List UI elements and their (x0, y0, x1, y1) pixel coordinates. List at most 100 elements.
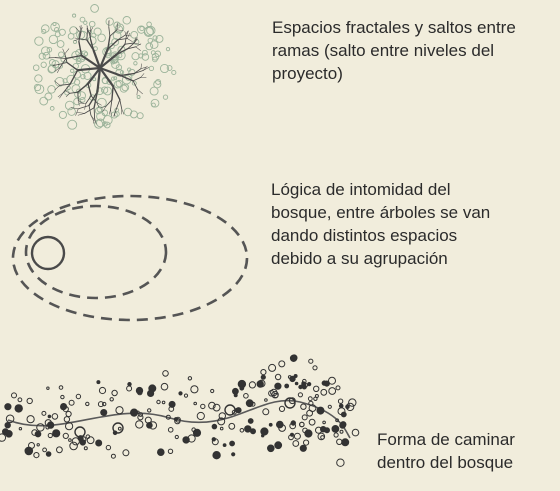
tree-dot (316, 406, 325, 415)
caption-forest-intimacy: Lógica de intomidad del bosque, entre ár… (271, 178, 541, 270)
tree-dot (46, 421, 55, 429)
caption-line: debido a su agrupación (271, 249, 448, 268)
tree-dot (167, 427, 174, 433)
caption-line: Espacios fractales y saltos entre (272, 18, 516, 37)
tree-dot (69, 441, 78, 451)
tree-dot (192, 428, 202, 437)
tree-branch (119, 74, 134, 82)
tree-dot (229, 440, 236, 447)
tree-branch (59, 92, 64, 99)
foliage-scribble (58, 110, 67, 119)
tree-dot (210, 388, 215, 394)
tree-dot (167, 448, 174, 454)
tree-dot (322, 420, 326, 425)
tree-dot (320, 435, 325, 440)
tree-dot (211, 423, 218, 430)
foliage-scribble (121, 83, 130, 92)
tree-dot (200, 403, 206, 410)
foliage-scribble (149, 40, 159, 49)
tree-dot (327, 404, 332, 409)
tree-branch (69, 69, 79, 85)
tree-dot (239, 385, 245, 391)
foliage-scribble (142, 49, 148, 56)
tree-dot (68, 399, 75, 406)
tree-branch (62, 48, 66, 55)
tree-dot (52, 429, 61, 438)
tree-dot (33, 452, 40, 459)
tree-branch (124, 42, 135, 45)
foliage-scribble (146, 21, 152, 28)
tree-branch (117, 34, 126, 41)
tree-branch (84, 107, 95, 114)
tree-dot (304, 429, 313, 438)
tree-dot (328, 376, 336, 385)
tree-dot (345, 402, 355, 412)
tree-branch (70, 107, 79, 110)
tree-branch (113, 109, 117, 117)
tree-branch (54, 66, 61, 72)
inner-solid-circle (30, 235, 66, 271)
clearing-circle (284, 397, 296, 409)
tree-branch (108, 26, 111, 37)
tree-dot (248, 381, 256, 389)
tree-dot (187, 376, 193, 381)
foliage-scribble (47, 64, 57, 73)
tree-branch (54, 85, 61, 91)
tree-dot (260, 374, 266, 380)
tree-dot (268, 422, 273, 427)
foliage-scribble (69, 26, 78, 35)
tree-dot (56, 446, 63, 454)
tree-branch (133, 37, 137, 44)
foliage-scribble (70, 68, 75, 73)
tree-dot (306, 409, 314, 417)
tree-dot (148, 421, 158, 430)
tree-dot (289, 375, 296, 383)
foliage-scribble (88, 20, 96, 28)
tree-branch (78, 100, 84, 104)
tree-dot (331, 425, 340, 433)
foliage-scribble (114, 25, 124, 34)
tree-dot (100, 409, 107, 416)
tree-branch (120, 108, 122, 115)
tree-dot (161, 400, 166, 405)
foliage-scribble (145, 42, 154, 51)
tree-branch (137, 89, 143, 95)
tree-dot (302, 382, 308, 389)
tree-branch (94, 117, 97, 125)
tree-branch-icon (32, 4, 177, 130)
tree-branch (93, 117, 95, 124)
tree-branch (115, 48, 129, 56)
tree-dot (36, 423, 45, 432)
foliage-scribble (110, 51, 120, 61)
tree-branch (135, 43, 142, 48)
foliage-scribble (130, 30, 139, 39)
tree-dot (341, 438, 350, 447)
tree-dot (256, 380, 264, 388)
tree-branch (107, 39, 119, 50)
foliage-scribble (39, 96, 49, 106)
tree-dot (109, 397, 114, 402)
tree-branch (98, 53, 118, 70)
foliage-scribble (136, 112, 144, 120)
tree-branch (59, 83, 71, 86)
clearing-circle (74, 426, 86, 438)
tree-dot (299, 444, 307, 452)
tree-branch (86, 66, 102, 85)
foliage-scribble (42, 51, 51, 60)
foliage-scribble (40, 61, 47, 68)
foliage-scribble (141, 53, 150, 61)
tree-dot (5, 414, 15, 424)
tree-dot (26, 415, 35, 424)
tree-dot (178, 391, 183, 396)
foliage-scribble (113, 76, 118, 81)
tree-branch (98, 66, 115, 88)
tree-branch (86, 30, 88, 41)
tree-dot (317, 432, 326, 441)
tree-dot (233, 393, 238, 398)
tree-branch (78, 38, 88, 41)
tree-dot (273, 392, 279, 399)
clearing-circle (224, 404, 236, 416)
tree-branch (78, 100, 80, 106)
tree-branch (124, 31, 127, 37)
foliage-scribble (103, 86, 112, 96)
